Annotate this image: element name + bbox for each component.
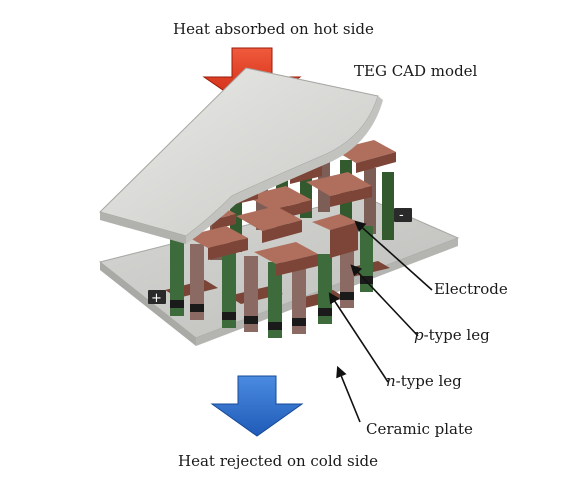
electrode-label: Electrode xyxy=(434,280,508,298)
cold-side-arrow-icon xyxy=(210,375,304,437)
p-type-leader-line xyxy=(350,264,419,337)
n-type-suffix: -type leg xyxy=(396,372,462,390)
minus-terminal-symbol: - xyxy=(399,208,404,223)
minus-terminal-icon: - xyxy=(394,208,412,223)
p-type-prefix: p xyxy=(414,326,424,344)
ceramic-leader-line xyxy=(336,365,361,423)
n-type-leg-label: n-type leg xyxy=(386,372,462,390)
teg-cad-model-label: TEG CAD model xyxy=(354,62,478,80)
p-type-leg-label: p-type leg xyxy=(414,326,490,344)
leader-lines xyxy=(328,220,433,423)
top-electrodes xyxy=(186,140,396,276)
top-ceramic-plate xyxy=(99,67,383,244)
ceramic-plate-label: Ceramic plate xyxy=(366,420,473,438)
plus-terminal-symbol: + xyxy=(151,291,162,306)
thermoelectric-legs-front xyxy=(170,226,373,338)
plus-terminal-icon: + xyxy=(148,290,166,306)
n-type-leader-line xyxy=(328,292,389,383)
n-type-prefix: n xyxy=(386,372,396,390)
electrode-leader-line xyxy=(354,220,433,291)
heat-rejected-label: Heat rejected on cold side xyxy=(178,452,378,470)
heat-absorbed-label: Heat absorbed on hot side xyxy=(173,20,374,38)
p-type-suffix: -type leg xyxy=(424,326,490,344)
